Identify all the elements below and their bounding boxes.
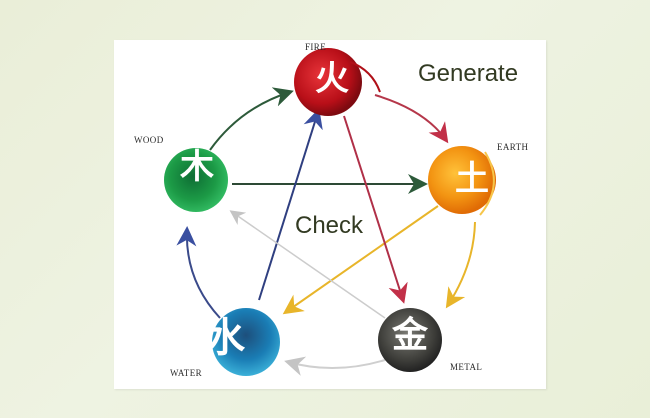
wood-disc bbox=[164, 148, 228, 212]
arrow-wood-to-fire bbox=[209, 87, 294, 151]
fire-disc bbox=[294, 48, 381, 116]
arrow-earth-to-water bbox=[282, 205, 439, 315]
check-title: Check bbox=[295, 212, 364, 239]
arrow-metal-to-wood bbox=[229, 210, 386, 319]
metal-glyph: 金 bbox=[391, 315, 428, 356]
arrow-water-to-wood bbox=[176, 226, 221, 319]
metal-label: METAL bbox=[450, 362, 483, 372]
water-label: WATER bbox=[170, 368, 202, 378]
water-glyph: 水 bbox=[205, 315, 245, 361]
arrow-water-to-fire bbox=[258, 108, 323, 301]
arrow-metal-to-water bbox=[284, 356, 386, 376]
metal-disc bbox=[378, 308, 442, 372]
generate-title: Generate bbox=[418, 60, 519, 87]
arrow-fire-to-metal bbox=[343, 115, 408, 304]
fire-label: FIRE bbox=[305, 42, 327, 52]
arrow-earth-to-metal bbox=[445, 221, 476, 309]
wood-label: WOOD bbox=[134, 135, 164, 145]
fire-glyph: 火 bbox=[315, 59, 349, 99]
arrow-fire-to-earth bbox=[374, 94, 449, 144]
earth-label: EARTH bbox=[497, 142, 529, 152]
wood-glyph: 木 bbox=[180, 147, 214, 187]
water-disc bbox=[212, 308, 280, 376]
earth-glyph: 土 bbox=[455, 159, 489, 199]
earth-disc bbox=[428, 146, 496, 216]
